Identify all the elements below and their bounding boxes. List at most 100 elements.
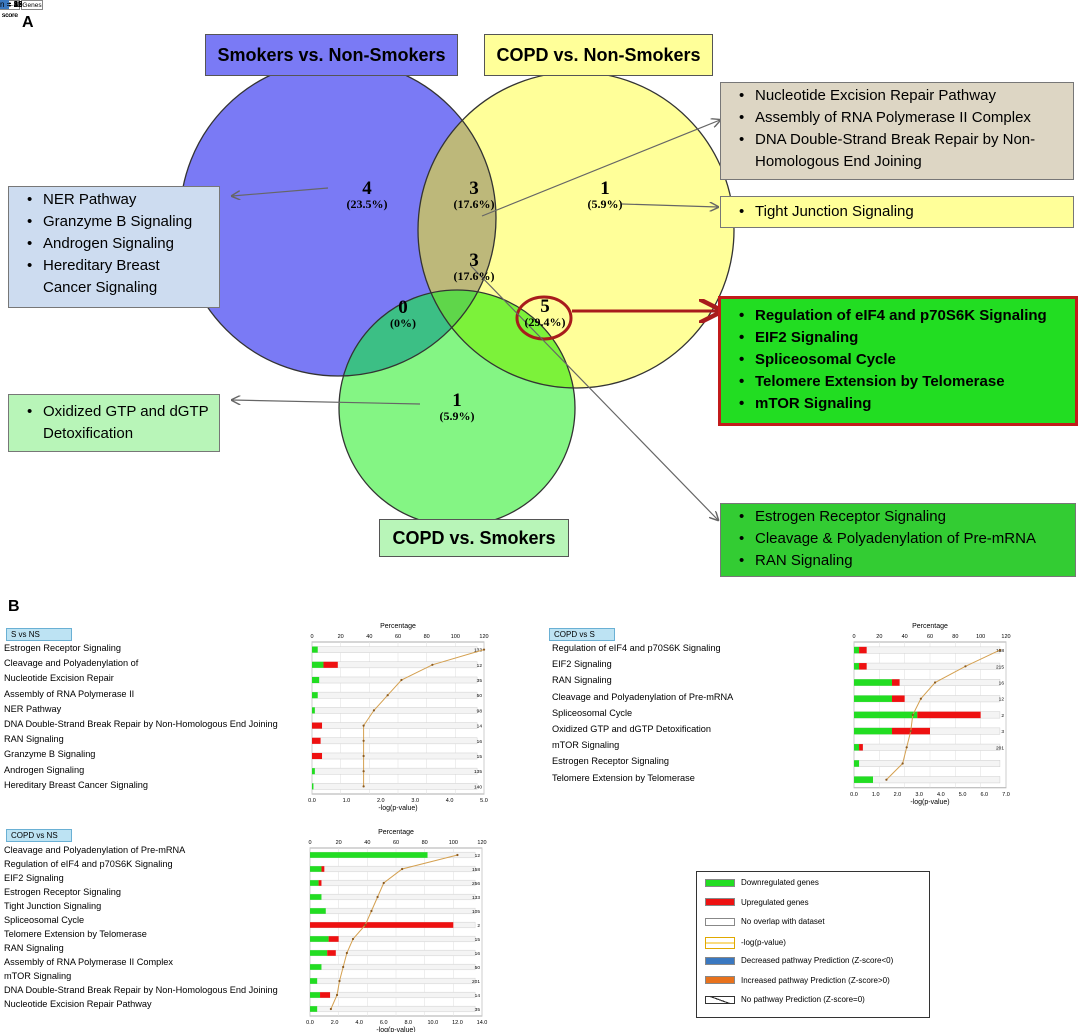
pathway-term: Regulation of eIF4 and p70S6K Signaling: [4, 859, 173, 869]
tick-label-bottom: 1.0: [343, 798, 351, 804]
neglogp-point: [362, 724, 365, 727]
tick-label-bottom: 1.0: [872, 792, 880, 798]
neglogp-point: [885, 778, 888, 781]
neglogp-point: [482, 648, 486, 651]
tick-label-top: 40: [902, 634, 908, 640]
neglogp-point: [362, 754, 365, 758]
gene-count: n = 3: [0, 0, 19, 9]
neglogp-point: [376, 895, 379, 899]
region-smokers-copdns: 3 (17.6%): [453, 178, 495, 211]
neglogp-point: [372, 709, 376, 712]
bar-downregulated: [310, 950, 328, 956]
neglogp-point: [909, 730, 912, 733]
neglogp-point: [338, 979, 341, 983]
bar-downregulated: [854, 695, 892, 702]
total-label: 256: [472, 881, 480, 887]
total-label: 12: [477, 663, 483, 669]
total-label: 133: [472, 895, 480, 901]
pathway-term: RAN Signaling: [4, 734, 64, 745]
venn-overlap-s-copds: [339, 290, 496, 376]
total-label: 12: [999, 697, 1005, 703]
bar-downregulated: [312, 783, 314, 790]
gene-count: n = 3: [0, 0, 19, 9]
panel-a-letter: A: [22, 14, 34, 31]
gene-count: n = 3: [0, 0, 19, 9]
bar-background: [311, 676, 478, 684]
pathway-term: mTOR Signaling: [4, 971, 72, 981]
gene-count: n = 15: [0, 0, 23, 9]
neglogp-point: [335, 993, 339, 997]
legend-swatch: [705, 956, 735, 965]
tick-label-bottom: 14.0: [477, 1020, 488, 1026]
bar-background: [309, 977, 476, 985]
pathway-term: Nucleotide Excision Repair: [4, 673, 114, 684]
tick-label-bottom: 2.0: [894, 792, 902, 798]
pathway-term: Assembly of RNA Polymerase II Complex: [4, 957, 174, 967]
legend-item: -log(p-value): [705, 936, 786, 949]
region-copdns-only: 1 (5.9%): [587, 178, 623, 211]
total-label: 15: [477, 754, 483, 760]
tick-label-top: 20: [338, 634, 344, 640]
pathway-term: mTOR Signaling: [552, 740, 620, 751]
neglogp-point: [431, 663, 434, 666]
pathway-term: Regulation of eIF4 and p70S6K Signaling: [552, 643, 721, 653]
legend-swatch: [705, 917, 735, 926]
total-label: 201: [472, 979, 480, 985]
gene-count: n = 12: [0, 0, 23, 9]
genes-header: Genes: [21, 0, 43, 10]
gene-count: n = 16: [0, 0, 23, 9]
tick-label-bottom: 2.0: [331, 1020, 339, 1026]
tick-label-bottom: 4.0: [355, 1020, 363, 1026]
highlight-circle: [515, 295, 573, 341]
bar-upregulated: [327, 950, 336, 956]
tick-label-bottom: 8.0: [404, 1020, 412, 1026]
gene-count: n = 11: [0, 0, 22, 9]
bar-upregulated: [859, 663, 867, 670]
bar-downregulated: [310, 1006, 318, 1012]
callout-copds-only: Oxidized GTP and dGTP Detoxification: [8, 394, 220, 452]
gene-count: n = 2: [0, 0, 19, 9]
neglogp-line: [363, 649, 485, 787]
pathway-term: EIF2 Signaling: [552, 659, 612, 670]
bar-background: [311, 783, 478, 790]
bar-background: [853, 662, 1001, 670]
bar-downregulated: [854, 711, 918, 719]
tick-label-top: 100: [976, 634, 985, 640]
pathway-term: Telomere Extension by Telomerase: [552, 772, 695, 783]
panel-b-letter: B: [8, 598, 20, 615]
callout-copdns-only: Tight Junction Signaling: [720, 196, 1074, 228]
bar-downregulated: [854, 727, 892, 735]
legend-label: Increased pathway Prediction (Z-score>0): [741, 975, 890, 985]
total-label: 215: [996, 664, 1004, 670]
total-label: 158: [472, 867, 480, 873]
bar-downregulated: [312, 768, 315, 775]
bar-background: [311, 767, 478, 775]
bar-background: [309, 907, 476, 915]
bar-upregulated: [892, 695, 905, 702]
region-copds-only: 1 (5.9%): [439, 390, 475, 423]
bar-upregulated: [312, 737, 321, 744]
callout-center: Estrogen Receptor Signaling Cleavage & P…: [720, 503, 1076, 577]
legend-item: Upregulated genes: [705, 898, 809, 907]
tick-label-bottom: 5.0: [959, 792, 967, 798]
bar-background: [311, 707, 478, 714]
tick-label-top: 60: [393, 840, 399, 846]
bar-downregulated: [310, 880, 319, 886]
gene-count: n = 4: [0, 0, 19, 9]
bar-background: [853, 776, 1001, 784]
tick-label-top: 120: [477, 840, 486, 846]
tick-label-bottom: 6.0: [980, 792, 988, 798]
region-smokers-only: 4 (23.5%): [346, 178, 388, 211]
bar-downregulated: [310, 936, 329, 942]
neglogp-point: [905, 746, 908, 749]
legend-label: No overlap with dataset: [741, 917, 825, 926]
tick-label-top: 100: [451, 634, 460, 640]
zscore-box: [0, 0, 9, 9]
bar-background: [311, 752, 478, 760]
legend-swatch: [705, 995, 735, 1004]
total-label: 3: [1001, 729, 1004, 735]
neglogp-point: [351, 937, 355, 941]
